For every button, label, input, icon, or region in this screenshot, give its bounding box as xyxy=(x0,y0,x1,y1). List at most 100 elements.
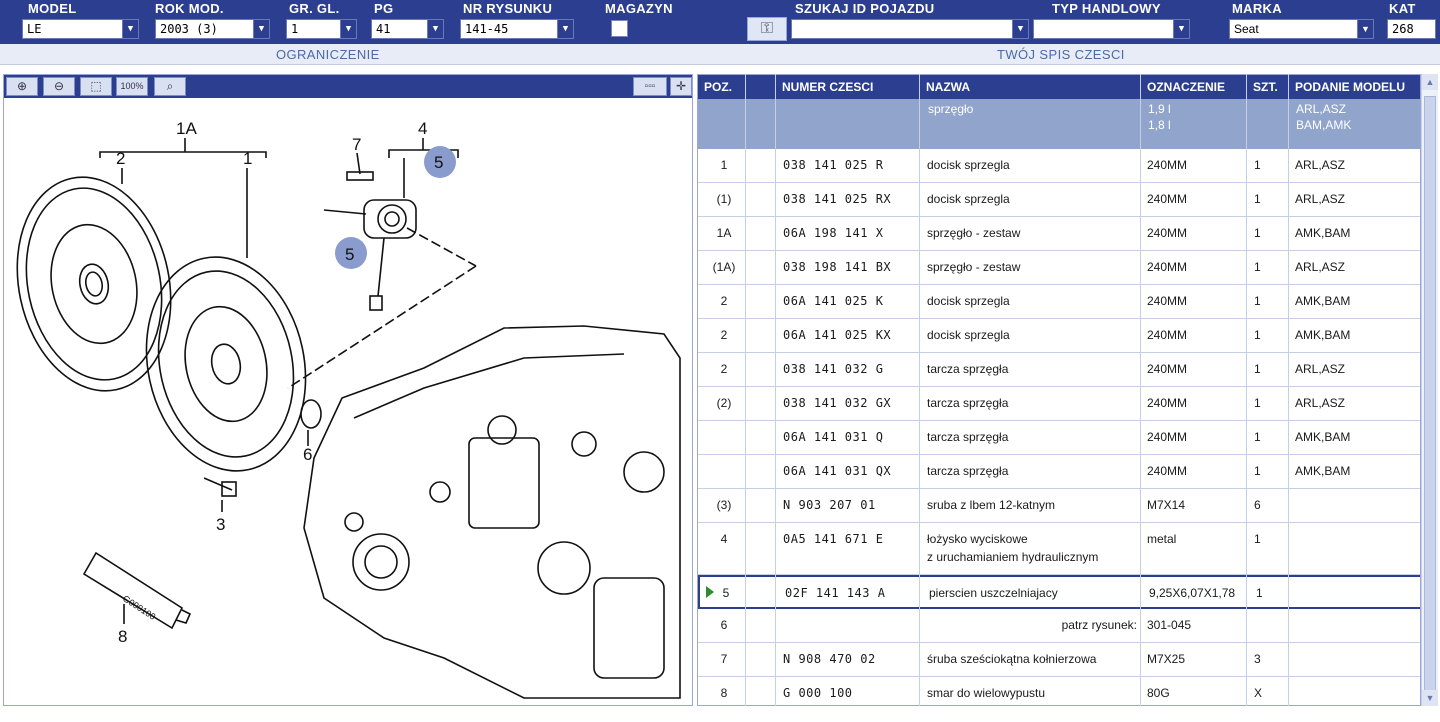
row-name: smar do wielowypustu xyxy=(927,686,1046,700)
chevron-down-icon[interactable]: ▼ xyxy=(340,20,356,38)
chevron-down-icon[interactable]: ▼ xyxy=(1422,690,1438,706)
scroll-thumb[interactable] xyxy=(1424,96,1436,698)
catalog-field[interactable]: 268 xyxy=(1387,19,1436,39)
gearbox-housing-part[interactable] xyxy=(303,325,681,699)
chevron-down-icon[interactable]: ▼ xyxy=(1357,20,1373,38)
row-designation: 240MM xyxy=(1147,260,1188,274)
brand-select[interactable]: Seat ▼ xyxy=(1229,19,1374,39)
row-designation: 240MM xyxy=(1147,464,1188,478)
row-poz: 2 xyxy=(720,294,728,308)
header-poz[interactable]: POZ. xyxy=(698,75,746,99)
callout-label: 3 xyxy=(216,515,225,534)
chevron-down-icon[interactable]: ▼ xyxy=(1012,20,1028,38)
table-header: POZ. NUMER CZESCI NAZWA OZNACZENIE SZT. … xyxy=(698,75,1420,99)
seal-ring-part[interactable] xyxy=(300,399,322,429)
row-model: ARL,ASZ xyxy=(1295,158,1346,172)
row-designation: 80G xyxy=(1147,686,1170,700)
callout-label: 8 xyxy=(118,627,127,646)
pg-label: PG xyxy=(374,1,394,16)
row-designation: metal xyxy=(1147,532,1177,546)
column-divider xyxy=(919,74,920,706)
column-divider xyxy=(1288,74,1289,706)
row-designation: 240MM xyxy=(1147,192,1188,206)
catalog-label: KAT xyxy=(1389,1,1416,16)
group-select[interactable]: 1 ▼ xyxy=(286,19,357,39)
header-spacer xyxy=(746,75,776,99)
zoom-in-icon[interactable]: ⊕ xyxy=(6,77,38,96)
callout-circle[interactable] xyxy=(424,146,456,178)
chevron-down-icon[interactable]: ▼ xyxy=(122,20,138,38)
group-model-1: ARL,ASZ xyxy=(1296,102,1347,116)
header-model[interactable]: PODANIE MODELU xyxy=(1295,80,1406,94)
row-model: AMK,BAM xyxy=(1295,328,1351,342)
pg-select[interactable]: 41 ▼ xyxy=(371,19,444,39)
row-name: tarcza sprzęgła xyxy=(927,464,1009,478)
callout-label: 5 xyxy=(345,245,354,264)
year-select[interactable]: 2003 (3) ▼ xyxy=(155,19,270,39)
table-scrollbar[interactable]: ▲ ▼ xyxy=(1421,74,1438,706)
callout-circle[interactable] xyxy=(335,237,367,269)
chevron-up-icon[interactable]: ▲ xyxy=(1422,74,1438,90)
search-icon[interactable]: ⌕ xyxy=(154,77,186,96)
group-designation-1: 1,9 l xyxy=(1148,102,1171,116)
header-designation[interactable]: OZNACZENIE xyxy=(1141,75,1247,99)
bolt-part[interactable] xyxy=(203,477,237,497)
row-poz: 4 xyxy=(720,532,728,546)
drawing-label: NR RYSUNKU xyxy=(463,1,553,16)
group-row[interactable]: sprzęgło 1,9 l 1,8 l ARL,ASZ BAM,AMK xyxy=(698,99,1420,149)
chevron-down-icon[interactable]: ▼ xyxy=(427,20,443,38)
row-model: AMK,BAM xyxy=(1295,226,1351,240)
clutch-disc-part[interactable] xyxy=(4,163,190,405)
header-part-number[interactable]: NUMER CZESCI xyxy=(776,75,920,99)
search-vehicle-select[interactable]: ▼ xyxy=(791,19,1029,39)
row-name: łożysko wyciskowe xyxy=(927,532,1028,546)
zoom-100-icon[interactable]: 100% xyxy=(116,77,148,96)
row-designation: 240MM xyxy=(1147,328,1188,342)
drawing-select[interactable]: 141-45 ▼ xyxy=(460,19,574,39)
warehouse-checkbox[interactable] xyxy=(611,20,628,37)
zoom-area-icon[interactable]: ⬚ xyxy=(80,77,112,96)
header-name[interactable]: NAZWA xyxy=(920,75,1141,99)
row-model: ARL,ASZ xyxy=(1295,260,1346,274)
thumbnail-icon[interactable]: ▫▫▫ xyxy=(633,77,667,96)
zoom-out-icon[interactable]: ⊖ xyxy=(43,77,75,96)
key-icon[interactable]: ⚿ xyxy=(747,17,787,41)
restriction-label: OGRANICZENIE xyxy=(276,47,380,62)
header-qty[interactable]: SZT. xyxy=(1247,75,1289,99)
column-divider xyxy=(745,74,746,706)
row-poz: 2 xyxy=(720,362,728,376)
chevron-down-icon[interactable]: ▼ xyxy=(253,20,269,38)
row-qty: 6 xyxy=(1254,498,1261,512)
search-vehicle-label: SZUKAJ ID POJAZDU xyxy=(795,1,935,16)
row-part-number: 06A 141 025 KX xyxy=(783,328,892,342)
model-select[interactable]: LE ▼ xyxy=(22,19,139,39)
chevron-down-icon[interactable]: ▼ xyxy=(557,20,573,38)
row-name-line2: tarczy sprzęgła xyxy=(927,704,1008,705)
pan-icon[interactable]: ✛ xyxy=(670,77,692,96)
grease-tube-part[interactable] xyxy=(82,551,192,630)
release-bearing-part[interactable] xyxy=(323,171,417,311)
row-name: tarcza sprzęgła xyxy=(927,396,1009,410)
trade-type-select[interactable]: ▼ xyxy=(1033,19,1190,39)
pressure-plate-part[interactable] xyxy=(127,242,324,486)
row-designation: 240MM xyxy=(1147,226,1188,240)
row-poz: 6 xyxy=(720,618,728,632)
row-poz: 5 xyxy=(722,586,730,600)
chevron-down-icon[interactable]: ▼ xyxy=(1173,20,1189,38)
